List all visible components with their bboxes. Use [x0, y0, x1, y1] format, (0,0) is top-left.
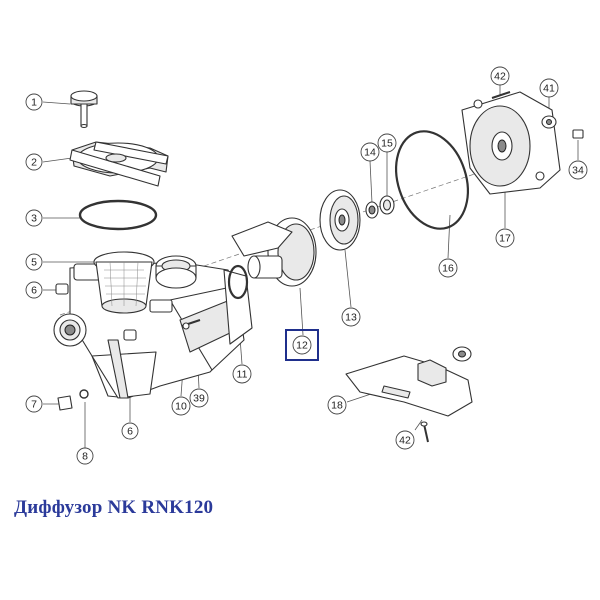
- callout-16-label: 16: [442, 263, 454, 275]
- callout-11-label: 11: [237, 369, 248, 381]
- callout-18-label: 18: [331, 400, 343, 412]
- part-42-bolt-bottom: [420, 421, 429, 443]
- callout-41: 41: [539, 78, 559, 98]
- part-5-strainer-basket: [93, 251, 155, 314]
- leader-lines: [42, 85, 579, 448]
- part-11-diffuser-o-ring: [227, 264, 249, 300]
- callout-13: 13: [341, 307, 361, 327]
- callout-34-label: 34: [572, 165, 584, 177]
- part-16-housing-o-ring: [395, 130, 469, 230]
- highlight-box: [285, 329, 319, 361]
- callout-39-label: 39: [193, 393, 205, 405]
- product-title: Диффузор NK RNK120: [14, 497, 214, 518]
- callout-3-label: 3: [31, 213, 37, 225]
- callout-42-bottom: 42: [395, 430, 415, 450]
- callout-11: 11: [232, 364, 252, 384]
- callout-5-label: 5: [31, 257, 37, 269]
- part-1-lid-knob: [70, 90, 98, 129]
- callout-5: 5: [25, 253, 43, 271]
- callout-6-bottom-label: 6: [127, 426, 133, 438]
- callout-15: 15: [377, 133, 397, 153]
- callout-17: 17: [495, 228, 515, 248]
- pump-housing-body: [53, 255, 253, 411]
- callout-12: 12: [292, 335, 312, 355]
- part-18-motor-support: [345, 346, 473, 417]
- part-34-nut: [572, 129, 584, 139]
- callout-42-top-label: 42: [494, 71, 506, 83]
- part-12-diffuser: [231, 217, 317, 287]
- callout-16: 16: [438, 258, 458, 278]
- callout-6-left-label: 6: [31, 285, 37, 297]
- part-2-strainer-lid: [69, 141, 169, 187]
- callout-1-label: 1: [31, 97, 37, 109]
- callout-10: 10: [171, 396, 191, 416]
- callout-15-label: 15: [381, 138, 393, 150]
- callout-8: 8: [76, 447, 94, 465]
- callout-3: 3: [25, 209, 43, 227]
- callout-39: 39: [189, 388, 209, 408]
- callout-2-label: 2: [31, 157, 37, 169]
- callout-7: 7: [25, 395, 43, 413]
- part-41-washer: [541, 115, 557, 129]
- callout-10-label: 10: [175, 401, 187, 413]
- part-3-lid-o-ring: [78, 199, 158, 231]
- callout-41-label: 41: [543, 83, 555, 95]
- callout-14-label: 14: [364, 147, 376, 159]
- callout-8-label: 8: [82, 451, 88, 463]
- part-42-bolt-top: [491, 91, 511, 99]
- callout-6-left: 6: [25, 281, 43, 299]
- callout-13-label: 13: [345, 312, 357, 324]
- part-15-seal-seat: [379, 195, 395, 215]
- callout-1: 1: [25, 93, 43, 111]
- part-13-impeller: [319, 189, 361, 251]
- part-14-seal: [365, 201, 379, 219]
- callout-17-label: 17: [499, 233, 511, 245]
- part-17-seal-plate: [461, 91, 561, 195]
- callout-12-label: 12: [296, 340, 308, 352]
- callout-42-bottom-label: 42: [399, 435, 411, 447]
- callout-34: 34: [568, 160, 588, 180]
- callout-2: 2: [25, 153, 43, 171]
- callout-42-top: 42: [490, 66, 510, 86]
- callout-18: 18: [327, 395, 347, 415]
- callout-7-label: 7: [31, 399, 37, 411]
- callout-6-bottom: 6: [121, 422, 139, 440]
- callout-14: 14: [360, 142, 380, 162]
